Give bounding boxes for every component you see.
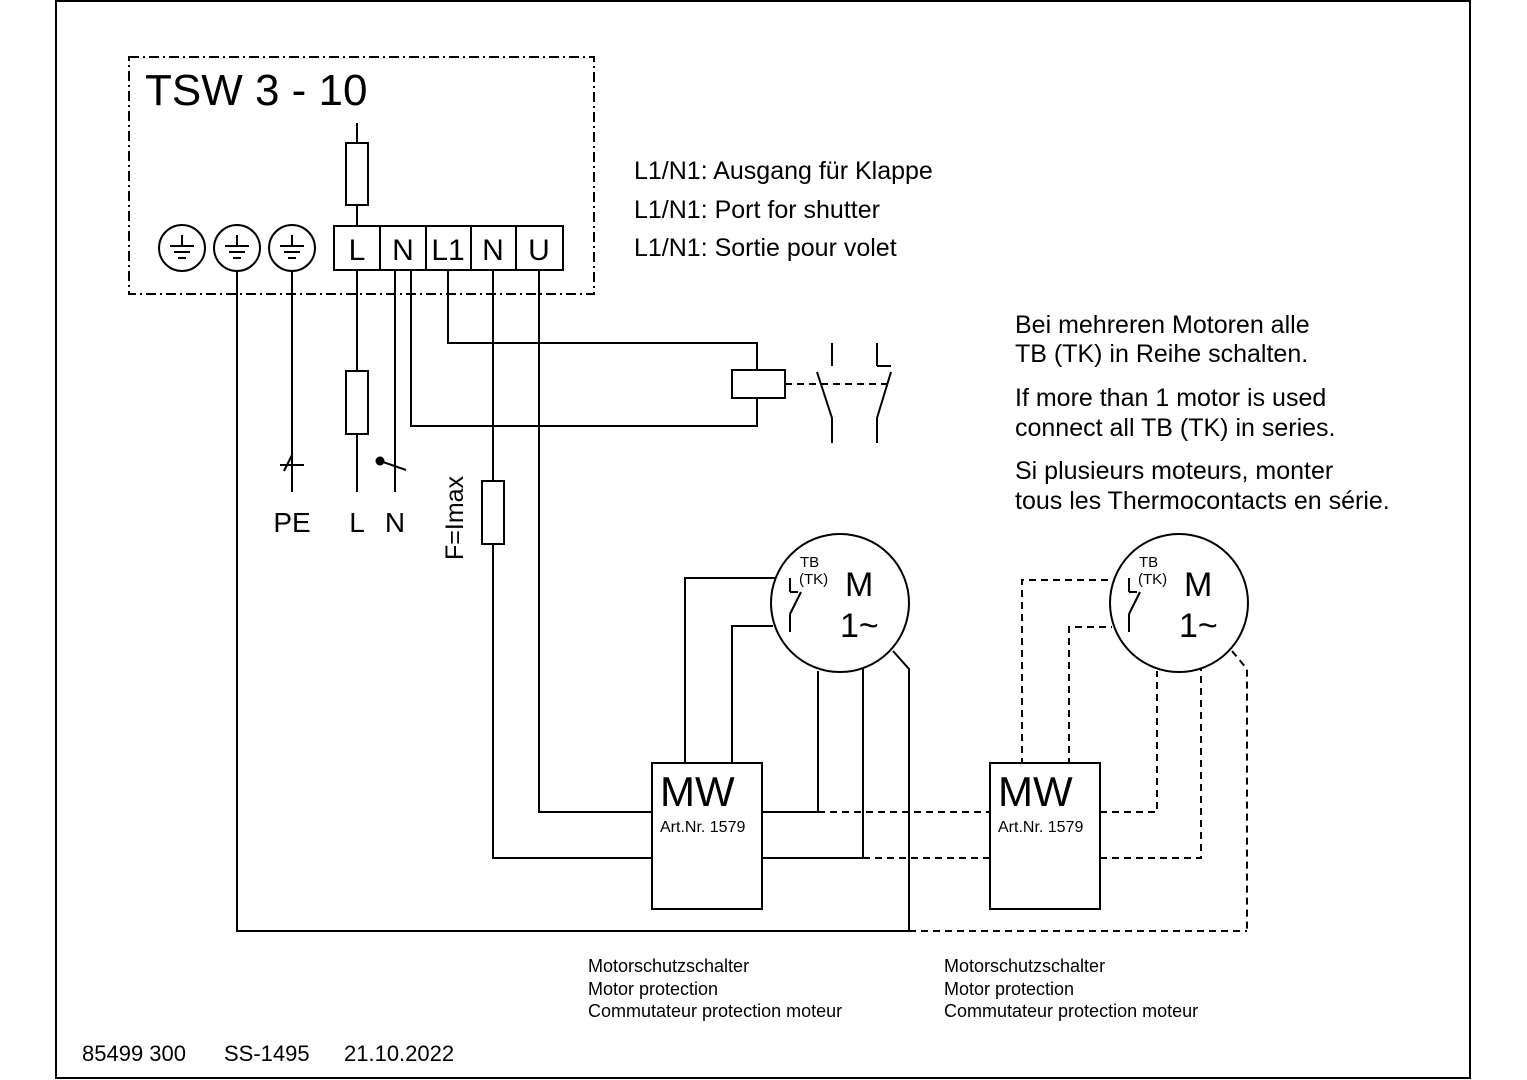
series-note-line: Bei mehreren Motoren alle [1015, 311, 1310, 339]
supply-wiring: PE L N [273, 270, 407, 538]
caption-line: Motorschutzschalter [944, 956, 1105, 976]
caption-line: Motorschutzschalter [588, 956, 749, 976]
doc-ref: SS-1495 [224, 1041, 310, 1066]
pe-wire [236, 271, 909, 932]
series-note-line: Si plusieurs moteurs, monter [1015, 457, 1333, 485]
earth-ground-icon [170, 235, 194, 259]
earth-terminal-3 [268, 224, 316, 272]
supply-label-n: N [385, 507, 405, 538]
device-boundary [128, 56, 595, 295]
page-frame [55, 0, 1471, 1079]
supply-label-l: L [349, 507, 365, 538]
mw-art-number: Art.Nr. 1579 [660, 819, 745, 836]
terminal-label: L [349, 234, 366, 267]
port-note-line: L1/N1: Port for shutter [634, 196, 880, 224]
internal-fuse [345, 123, 369, 226]
motor-1-u-wire [762, 671, 819, 813]
earth-terminal-1 [158, 224, 206, 272]
series-note-line: If more than 1 motor is used [1015, 384, 1326, 412]
motor-2: TB (TK) M 1~ [1109, 533, 1249, 673]
terminal-block: L N L1 N U [333, 225, 564, 271]
port-note: L1/N1: Ausgang für Klappe L1/N1: Port fo… [634, 157, 933, 262]
terminal-label: N [392, 234, 414, 267]
terminal-label: U [528, 234, 550, 267]
motor-protection-caption-1: Motorschutzschalter Motor protection Com… [588, 956, 842, 1021]
motor-m-label: M [845, 566, 873, 604]
motor-1: TB (TK) M 1~ [770, 533, 910, 673]
motor-tb-label: TB [1139, 554, 1158, 571]
mw-art-number: Art.Nr. 1579 [998, 819, 1083, 836]
tsw-device: TSW 3 - 10 [128, 56, 595, 295]
caption-line: Commutateur protection moteur [944, 1001, 1198, 1021]
motor-tb-label: TB [800, 554, 819, 571]
motor-tk-label: (TK) [1138, 571, 1167, 588]
max-current-fuse [481, 480, 505, 545]
mw-label: MW [998, 768, 1073, 815]
series-note-line: connect all TB (TK) in series. [1015, 414, 1335, 442]
series-note-line: TB (TK) in Reihe schalten. [1015, 340, 1308, 368]
port-note-line: L1/N1: Sortie pour volet [634, 234, 897, 262]
mw-unit-2: MW Art.Nr. 1579 [989, 762, 1101, 910]
port-note-line: L1/N1: Ausgang für Klappe [634, 157, 933, 185]
motor-2-tb-wire-a [1021, 579, 1115, 765]
terminal-label: L1 [431, 234, 464, 267]
series-note: Bei mehreren Motoren alle TB (TK) in Rei… [1015, 311, 1390, 515]
motor-circle [1109, 533, 1249, 673]
motor-1-n-wire [762, 668, 864, 859]
mw-label: MW [660, 768, 735, 815]
motor-2-u-wire [1100, 671, 1158, 813]
motor-protection-caption-2: Motorschutzschalter Motor protection Com… [944, 956, 1198, 1021]
earth-terminal-2 [213, 224, 261, 272]
motor-2-pe-wire [1231, 650, 1248, 931]
n-wire [492, 544, 652, 859]
earth-ground-icon [225, 235, 249, 259]
motor-phase-label: 1~ [840, 607, 879, 645]
motor-phase-label: 1~ [1179, 607, 1218, 645]
doc-date: 21.10.2022 [344, 1041, 454, 1066]
device-title: TSW 3 - 10 [145, 66, 368, 115]
motor-2-n-wire [1100, 668, 1202, 859]
motor-2-tb-wire-b [1068, 626, 1112, 765]
relay-neutral-wire [410, 270, 758, 427]
motor-tk-label: (TK) [799, 571, 828, 588]
series-note-line: tous les Thermocontacts en série. [1015, 487, 1390, 515]
motor-1-pe-wire [892, 650, 910, 931]
shutter-relay [731, 343, 892, 443]
mw-unit-1: MW Art.Nr. 1579 [651, 762, 763, 910]
caption-line: Commutateur protection moteur [588, 1001, 842, 1021]
motor-m-label: M [1184, 566, 1212, 604]
motor-1-tb-wire-b [731, 625, 773, 765]
caption-line: Motor protection [588, 979, 718, 999]
relay-phase-wire [447, 270, 758, 370]
doc-number: 85499 300 [82, 1041, 186, 1066]
earth-ground-icon [280, 235, 304, 259]
supply-label-pe: PE [273, 507, 310, 538]
fuse-label: F=Imax [441, 475, 469, 560]
motor-1-tb-wire-a [684, 577, 776, 765]
terminal-label: N [482, 234, 504, 267]
supply-fuse [345, 370, 369, 435]
motor-circle [770, 533, 910, 673]
caption-line: Motor protection [944, 979, 1074, 999]
footer: 85499 300 SS-1495 21.10.2022 [82, 1041, 454, 1066]
relay-coil [731, 369, 786, 399]
u-wire [538, 270, 652, 813]
